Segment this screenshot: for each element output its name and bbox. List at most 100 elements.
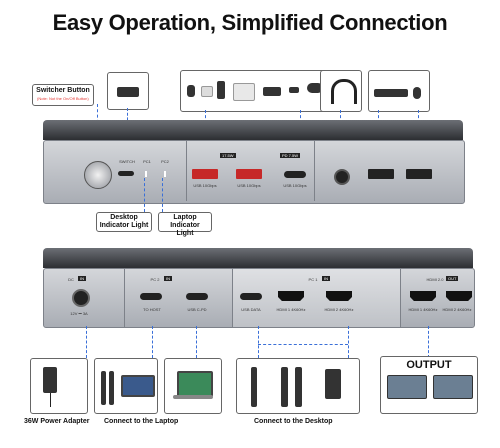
power-cable	[50, 393, 51, 407]
desktop-indicator-callout: Desktop Indicator Light	[96, 212, 152, 232]
keyboard-icon	[374, 89, 408, 97]
usb-stick-icon	[289, 87, 299, 93]
pc1-back-label: PC 1	[308, 277, 318, 282]
switcher-button[interactable]	[84, 161, 112, 189]
dock-back-top-panel	[43, 248, 473, 268]
usb-c-cable-icon	[101, 371, 106, 405]
earbuds-icon	[201, 86, 213, 97]
usb-a-port-1	[192, 169, 218, 179]
to-host-label: TO HOST	[143, 307, 161, 312]
laptop-indicator-label: Laptop Indicator Light	[170, 214, 200, 237]
hdmi-out-2-port	[446, 291, 472, 301]
usb-data-label: USB DATA	[241, 307, 261, 312]
pc1-in-tag: IN	[322, 276, 330, 281]
laptop-caption: Connect to the Laptop	[104, 418, 179, 425]
switch-usbc-port	[118, 171, 134, 176]
monitor-icon	[387, 375, 427, 399]
laptop-base-icon	[173, 395, 213, 399]
power-caption: 36W Power Adapter	[24, 418, 90, 425]
dc-in-tag: IN	[78, 276, 86, 281]
leader-line	[86, 326, 87, 358]
usb-a-port-4	[406, 169, 432, 179]
desktop-tower-icon	[325, 369, 341, 399]
hdmi-in-1-port	[278, 291, 304, 301]
dock-top-panel	[43, 120, 463, 140]
power-adapter-box	[30, 358, 88, 414]
power-spec: 12V ⎓ 3A	[70, 311, 88, 316]
usb-c-pd-port	[186, 293, 208, 300]
usbc-label: USB 10Gbps	[283, 183, 307, 188]
leader-line	[428, 326, 429, 358]
switch-label: SWITCH	[119, 159, 135, 164]
dock-front-panel: SWITCH PC1 PC2 17.5W USB 10Gbps USB 10Gb…	[43, 140, 465, 204]
usb-a-port-3	[368, 169, 394, 179]
hdmi-out-label: HDMI 2.0	[426, 277, 444, 282]
output-label: OUTPUT	[406, 359, 452, 371]
section-divider	[314, 141, 315, 201]
badge-17w: 17.5W	[220, 153, 236, 158]
usba1-label: USB 10Gbps	[193, 183, 217, 188]
dc-power-port	[72, 289, 90, 307]
audio-jack	[334, 169, 350, 185]
hdmi1-in-label: HDMI 1 4K60Hz	[276, 307, 306, 312]
hdmi-out-1-port	[410, 291, 436, 301]
switcher-label: Switcher Button	[36, 87, 90, 94]
laptop-cable-box	[94, 358, 158, 414]
pc1-label: PC1	[143, 159, 151, 164]
hdmi2-out-label: HDMI 2 4K60Hz	[442, 307, 472, 312]
to-host-port	[140, 293, 162, 300]
hdmi-cable-icon	[295, 367, 302, 407]
hard-drive-icon	[263, 87, 281, 96]
desktop-box	[236, 358, 360, 414]
usb-c-pd-label: USB C-PD	[187, 307, 207, 312]
leader-line	[196, 326, 197, 358]
leader-line	[258, 326, 259, 358]
section-divider	[124, 269, 125, 327]
usb-c-cable-icon	[109, 371, 114, 405]
desktop-indicator-label: Desktop Indicator Light	[99, 214, 149, 229]
usba2-label: USB 10Gbps	[237, 183, 261, 188]
leader-line	[162, 178, 163, 212]
switch-pad-icon	[117, 87, 139, 97]
leader-line	[258, 344, 348, 345]
hdmi1-out-label: HDMI 1 4K60Hz	[408, 307, 438, 312]
pc1-indicator-light	[145, 171, 147, 177]
headset-box	[320, 70, 362, 112]
laptop-box	[164, 358, 222, 414]
laptop-indicator-callout: Laptop Indicator Light	[158, 212, 212, 237]
phone-icon	[217, 81, 225, 99]
section-divider	[400, 269, 401, 327]
usb-a-port-2	[236, 169, 262, 179]
switcher-callout: Switcher Button (Note: Not the On/Off Bu…	[32, 84, 94, 106]
usb-data-port	[240, 293, 262, 300]
dc-label: DC	[68, 277, 74, 282]
pc2-label: PC2	[161, 159, 169, 164]
webcam-icon	[307, 83, 323, 93]
switcher-note: (Note: Not the On/Off Button)	[37, 96, 89, 101]
hdmi-in-2-port	[326, 291, 352, 301]
leader-line	[144, 178, 145, 212]
output-box: OUTPUT	[380, 356, 478, 414]
section-divider	[186, 141, 187, 201]
usb-c-port	[284, 171, 306, 178]
mouse-icon	[413, 87, 421, 99]
hdmi-cable-icon	[281, 367, 288, 407]
dock-back-panel: DC IN 12V ⎓ 3A PC 2 IN TO HOST USB C-PD …	[43, 268, 475, 328]
hdmi-out-tag: OUT	[446, 276, 459, 281]
usb-cable-icon	[251, 367, 257, 407]
watch-icon	[187, 85, 195, 97]
pc2-back-label: PC 2	[150, 277, 160, 282]
printer-icon	[233, 83, 255, 101]
hdmi2-in-label: HDMI 2 4K60Hz	[324, 307, 354, 312]
keyboard-mouse-box	[368, 70, 430, 112]
desktop-caption: Connect to the Desktop	[254, 418, 333, 425]
power-adapter-icon	[43, 367, 57, 393]
badge-pd: PD 7.5W	[280, 153, 301, 158]
pc2-indicator-light	[164, 171, 166, 177]
leader-line	[348, 326, 349, 358]
page-title: Easy Operation, Simplified Connection	[52, 10, 448, 35]
pc2-in-tag: IN	[164, 276, 172, 281]
leader-line	[152, 326, 153, 358]
switch-pad-box	[107, 72, 149, 110]
monitor-icon	[433, 375, 473, 399]
